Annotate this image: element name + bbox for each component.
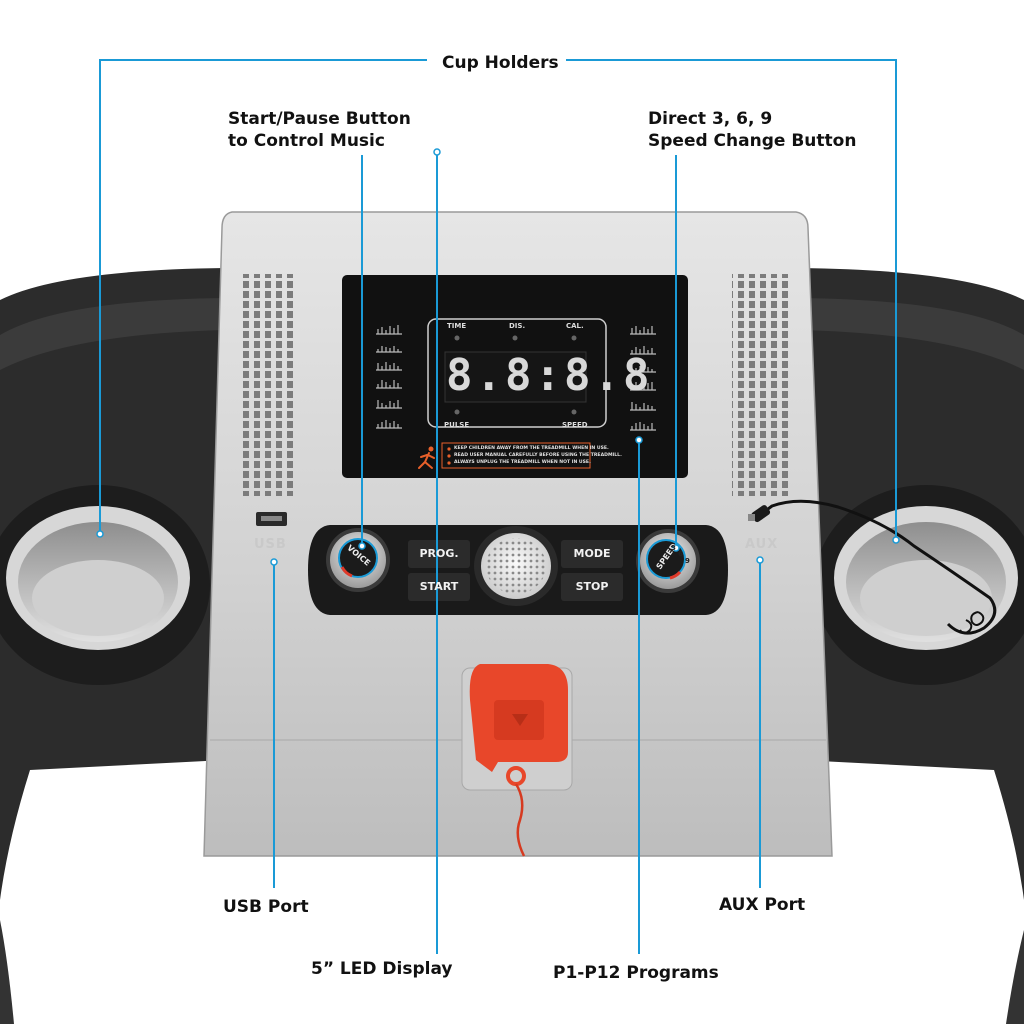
callout-dots <box>96 148 900 566</box>
stop-button[interactable]: STOP <box>575 580 609 593</box>
display-pulse-label: PULSE <box>444 421 470 429</box>
speed-preset-3: 3 <box>671 544 676 552</box>
prog-button[interactable]: PROG. <box>419 547 459 560</box>
display-time-label: TIME <box>447 322 467 330</box>
cup-holder-right <box>814 485 1024 685</box>
usb-port <box>256 512 287 526</box>
display-speed-label: SPEED <box>562 421 588 429</box>
mode-button[interactable]: MODE <box>573 547 611 560</box>
aux-cable <box>748 499 997 635</box>
usb-port-label: USB <box>254 537 287 552</box>
center-speaker <box>474 526 558 606</box>
control-strip <box>308 525 728 615</box>
speaker-vent-left <box>240 274 298 496</box>
stop-button-face <box>561 573 623 601</box>
warning-line: KEEP CHILDREN AWAY FROM THE TREADMILL WH… <box>454 446 609 451</box>
speaker-vent-right <box>732 274 788 496</box>
callout-aux-port: AUX Port <box>719 895 806 915</box>
speed-knob <box>636 529 700 593</box>
program-icons-left <box>376 325 402 429</box>
aux-port-label: AUX <box>745 537 779 552</box>
callout-start-pause-line2: to Control Music <box>228 131 385 151</box>
callout-lines <box>99 59 897 954</box>
callout-speed-change-line1: Direct 3, 6, 9 <box>648 109 773 129</box>
led-display-panel <box>342 275 688 478</box>
cup-holder-left <box>0 485 210 685</box>
callout-programs: P1-P12 Programs <box>553 963 719 983</box>
runner-icon <box>418 446 435 469</box>
warning-line: ALWAYS UNPLUG THE TREADMILL WHEN NOT IN … <box>454 460 591 465</box>
display-distance-label: DIS. <box>509 322 526 330</box>
callout-speed-change-line2: Speed Change Button <box>648 131 857 151</box>
speed-preset-6: 6 <box>678 550 683 558</box>
safety-key <box>461 664 573 857</box>
led-digits: 8.8:8.8 <box>446 350 653 401</box>
prog-button-face <box>408 540 470 568</box>
program-icons-right <box>630 326 656 431</box>
callout-start-pause: Start/Pause Button to Control Music <box>228 108 411 152</box>
warning-line: READ USER MANUAL CAREFULLY BEFORE USING … <box>454 453 622 458</box>
callout-start-pause-line1: Start/Pause Button <box>228 109 411 129</box>
speed-preset-9: 9 <box>685 557 690 565</box>
callout-usb-port: USB Port <box>223 897 309 917</box>
display-calories-label: CAL. <box>566 322 584 330</box>
callout-led-display: 5” LED Display <box>311 959 453 979</box>
start-button-face <box>408 573 470 601</box>
callout-speed-change: Direct 3, 6, 9 Speed Change Button <box>648 108 856 152</box>
mode-button-face <box>561 540 623 568</box>
start-button[interactable]: START <box>419 580 459 593</box>
voice-knob <box>326 528 390 592</box>
callout-cup-holders: Cup Holders <box>442 53 559 73</box>
